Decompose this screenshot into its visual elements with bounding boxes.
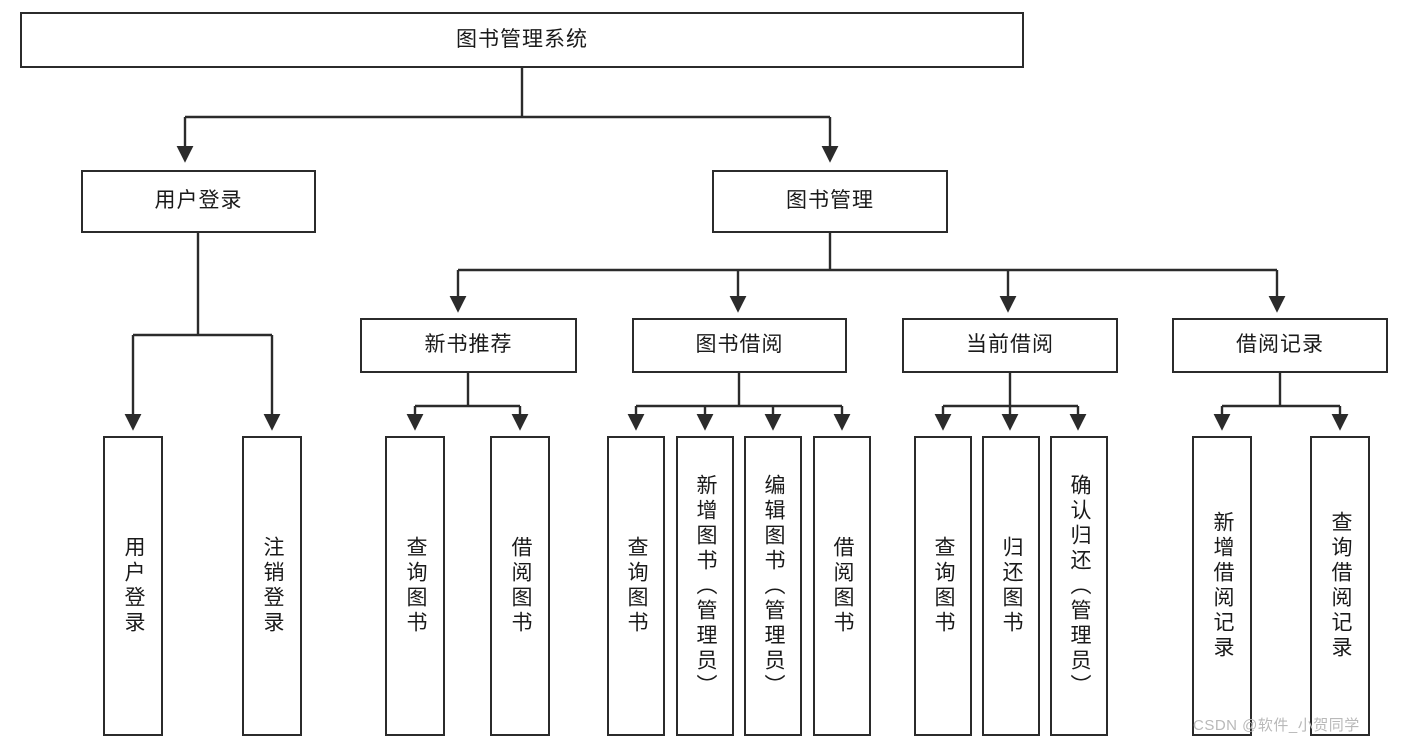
leaf-current-borrow-return[interactable]: 归还图书 bbox=[982, 436, 1040, 736]
node-label: 注销登录 bbox=[261, 536, 285, 636]
node-label: 图书管理系统 bbox=[456, 27, 588, 51]
node-label: 归还图书 bbox=[1000, 536, 1024, 636]
leaf-borrow-record-query[interactable]: 查询借阅记录 bbox=[1310, 436, 1370, 736]
node-label: 用户登录 bbox=[154, 189, 243, 213]
node-label: 查询图书 bbox=[404, 536, 428, 636]
node-label: 借阅图书 bbox=[509, 536, 533, 636]
leaf-user-login-logout[interactable]: 注销登录 bbox=[242, 436, 302, 736]
leaf-borrow-record-add[interactable]: 新增借阅记录 bbox=[1192, 436, 1252, 736]
node-label: 查询图书 bbox=[625, 536, 649, 636]
node-label: 编辑图书（管理员） bbox=[762, 473, 786, 699]
node-label: 借阅图书 bbox=[831, 536, 855, 636]
node-book-management[interactable]: 图书管理 bbox=[712, 170, 948, 233]
leaf-current-borrow-confirm-return[interactable]: 确认归还（管理员） bbox=[1050, 436, 1108, 736]
node-book-borrow[interactable]: 图书借阅 bbox=[632, 318, 847, 373]
watermark: CSDN @软件_小贺同学 bbox=[1193, 717, 1360, 734]
node-label: 当前借阅 bbox=[966, 333, 1054, 357]
node-new-book-recommend[interactable]: 新书推荐 bbox=[360, 318, 577, 373]
node-label: 借阅记录 bbox=[1236, 333, 1324, 357]
node-root-book-management-system[interactable]: 图书管理系统 bbox=[20, 12, 1024, 68]
node-label: 查询借阅记录 bbox=[1329, 511, 1353, 661]
node-label: 用户登录 bbox=[122, 536, 146, 636]
node-label: 确认归还（管理员） bbox=[1068, 473, 1092, 699]
leaf-new-book-query[interactable]: 查询图书 bbox=[385, 436, 445, 736]
leaf-user-login-login[interactable]: 用户登录 bbox=[103, 436, 163, 736]
node-label: 图书管理 bbox=[786, 189, 874, 213]
node-borrow-record[interactable]: 借阅记录 bbox=[1172, 318, 1388, 373]
node-label: 新书推荐 bbox=[424, 333, 513, 357]
leaf-book-borrow-edit[interactable]: 编辑图书（管理员） bbox=[744, 436, 802, 736]
leaf-current-borrow-query[interactable]: 查询图书 bbox=[914, 436, 972, 736]
node-label: 新增借阅记录 bbox=[1211, 511, 1235, 661]
leaf-book-borrow-add[interactable]: 新增图书（管理员） bbox=[676, 436, 734, 736]
leaf-book-borrow-borrow[interactable]: 借阅图书 bbox=[813, 436, 871, 736]
node-user-login[interactable]: 用户登录 bbox=[81, 170, 316, 233]
node-label: 图书借阅 bbox=[695, 333, 784, 357]
leaf-new-book-borrow[interactable]: 借阅图书 bbox=[490, 436, 550, 736]
node-current-borrow[interactable]: 当前借阅 bbox=[902, 318, 1118, 373]
node-label: 查询图书 bbox=[932, 536, 956, 636]
node-label: 新增图书（管理员） bbox=[694, 473, 718, 699]
leaf-book-borrow-query[interactable]: 查询图书 bbox=[607, 436, 665, 736]
